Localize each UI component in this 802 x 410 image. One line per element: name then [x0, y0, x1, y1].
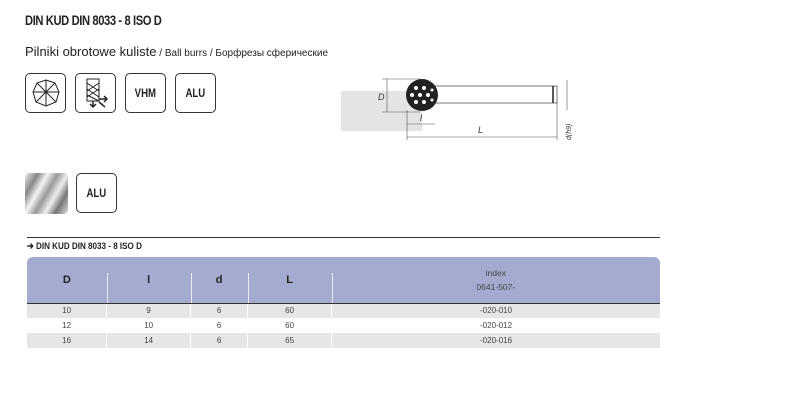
dim-d: d(h9)	[566, 124, 573, 140]
alu-badge-2: ALU	[76, 173, 117, 213]
vhm-badge: VHM	[125, 73, 166, 113]
ball-burr-diagram: D l L d(h9)	[341, 78, 573, 140]
alu-badge: ALU	[175, 73, 216, 113]
section-heading: ➔ DIN KUD DIN 8033 - 8 ISO D	[27, 241, 142, 252]
dim-L: L	[478, 125, 483, 135]
subtitle-translations: / Ball burrs / Борфрезы сферические	[156, 48, 329, 59]
divider	[27, 237, 660, 238]
ball-cut-icon	[25, 73, 66, 113]
col-D: D	[27, 257, 107, 304]
col-d: d	[190, 257, 248, 304]
col-l: l	[106, 257, 191, 304]
col-L: L	[247, 257, 332, 304]
dim-l: l	[420, 113, 423, 123]
aluminium-texture-icon	[25, 173, 68, 214]
diamond-cut-icon	[75, 73, 116, 113]
dim-D: D	[378, 92, 385, 102]
subtitle-pl: Pilniki obrotowe kuliste	[25, 44, 157, 59]
subtitle: Pilniki obrotowe kuliste / Ball burrs / …	[25, 44, 328, 59]
page-title: DIN KUD DIN 8033 - 8 ISO D	[25, 12, 162, 28]
